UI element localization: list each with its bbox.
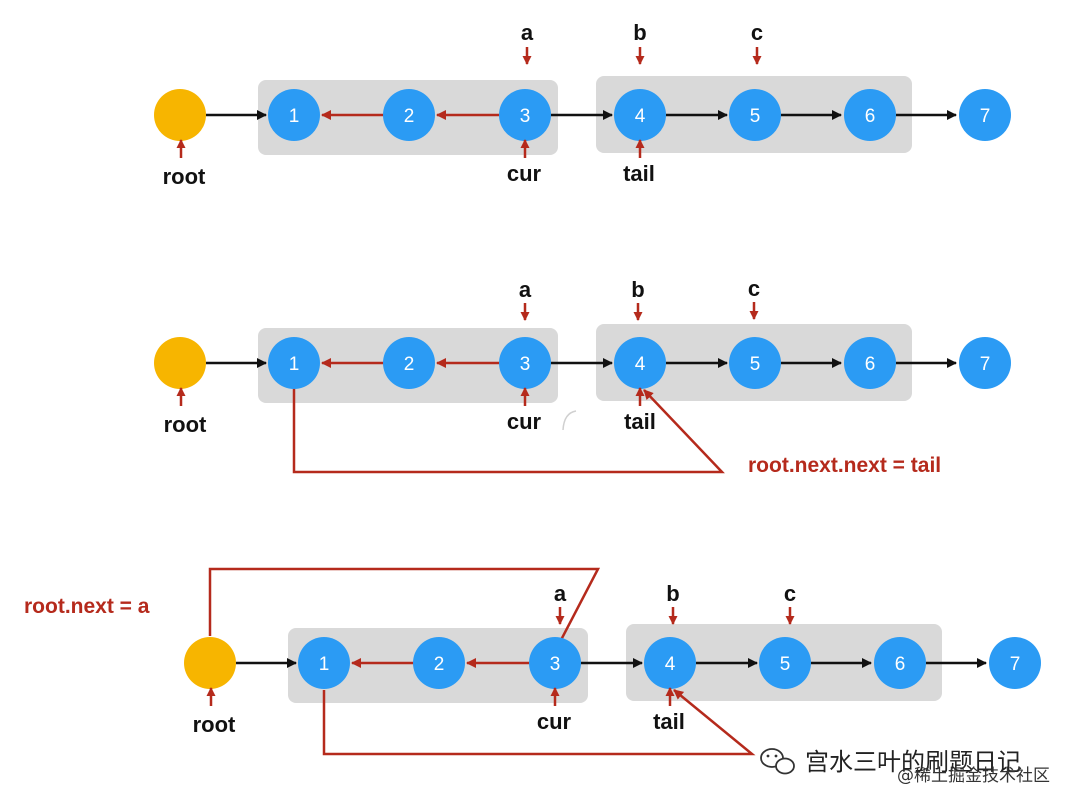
node-2-label: 2 [404,106,415,127]
node-3 [499,89,551,141]
node-6 [844,89,896,141]
node-4 [614,337,666,389]
node-7-label: 7 [980,354,991,375]
node-7 [959,337,1011,389]
pointer-a-label: a [519,277,532,302]
node-7 [989,637,1041,689]
annotation-label: root.next = a [24,595,150,618]
node-4-label: 4 [665,654,676,675]
node-2-label: 2 [404,354,415,375]
node-3 [499,337,551,389]
node-5 [729,337,781,389]
pointer-tail-label: tail [624,409,656,434]
node-4 [644,637,696,689]
node-3 [529,637,581,689]
node-6-label: 6 [865,106,876,127]
node-5 [729,89,781,141]
node-2 [383,337,435,389]
pointer-tail-label: tail [623,161,655,186]
node-5-label: 5 [780,654,791,675]
root-node [184,637,236,689]
watermark-title: 宫水三叶的刷题日记 [805,748,1021,776]
pointer-b-label: b [633,20,646,45]
node-2 [413,637,465,689]
watermark: 宫水三叶的刷题日记 @稀土掘金技术社区 [760,748,1050,786]
node-1 [298,637,350,689]
node-6 [844,337,896,389]
node-4-label: 4 [635,106,646,127]
node-5-label: 5 [750,354,761,375]
node-1 [268,89,320,141]
root-node [154,337,206,389]
panel-1: 1 2 3 4 5 6 7 a b c root cur tail [154,20,1011,189]
link-1-to-tail [292,388,725,474]
node-6 [874,637,926,689]
node-2 [383,89,435,141]
node-1 [268,337,320,389]
pointer-b-label: b [666,581,679,606]
node-6-label: 6 [865,354,876,375]
pointer-c-label: c [751,20,763,45]
pointer-root-label: root [163,164,206,189]
node-7-label: 7 [1010,654,1021,675]
wechat-icon [760,748,795,775]
pointer-cur-label: cur [507,161,542,186]
node-3-label: 3 [520,106,531,127]
node-7 [959,89,1011,141]
pointer-cur-label: cur [507,409,542,434]
node-1-label: 1 [319,654,330,675]
link-1-to-tail [322,689,756,756]
watermark-source: @稀土掘金技术社区 [897,766,1050,786]
node-3-label: 3 [520,354,531,375]
pointer-tail-label: tail [653,709,685,734]
node-1-label: 1 [289,354,300,375]
node-4-label: 4 [635,354,646,375]
node-3-label: 3 [550,654,561,675]
annotation-label: root.next.next = tail [748,454,941,477]
pointer-b-label: b [631,277,644,302]
link-root-to-a [208,567,601,641]
node-1-label: 1 [289,106,300,127]
pointer-root-label: root [164,412,207,437]
pointer-cur-label: cur [537,709,572,734]
pointer-c-label: c [784,581,796,606]
cursor-artifact [562,410,577,431]
node-6-label: 6 [895,654,906,675]
node-4 [614,89,666,141]
pointer-a-label: a [521,20,534,45]
pointer-a-label: a [554,581,567,606]
node-5 [759,637,811,689]
panel-3: 1 2 3 4 5 6 7 a b c root cur tail root.n… [24,567,1041,756]
node-7-label: 7 [980,106,991,127]
panel-2: 1 2 3 4 5 6 7 a b c root cur tail root.n… [154,276,1011,477]
pointer-root-label: root [193,712,236,737]
pointer-c-label: c [748,276,760,301]
root-node [154,89,206,141]
node-2-label: 2 [434,654,445,675]
node-5-label: 5 [750,106,761,127]
